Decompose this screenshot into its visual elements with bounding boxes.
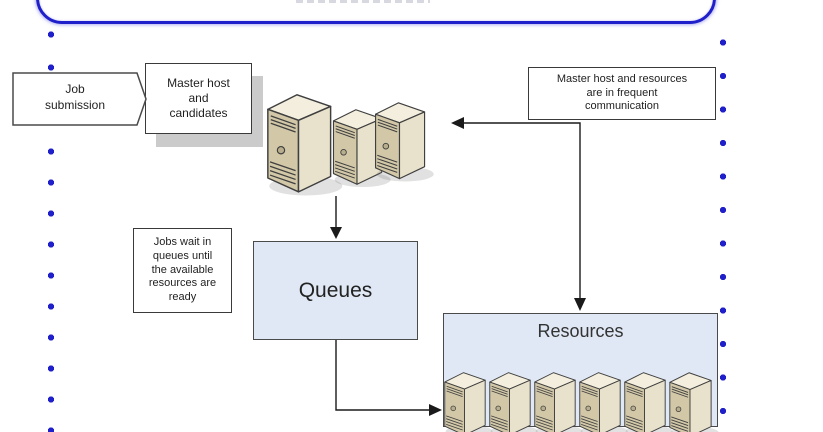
arrow-master-to-queues xyxy=(330,196,342,239)
job-submission-label: Job submission xyxy=(44,82,106,112)
master-host-servers xyxy=(267,94,435,197)
blue-dotted-line-right xyxy=(719,38,727,432)
server-tower-icon xyxy=(444,372,494,432)
arrow-master-resources-communication xyxy=(451,117,586,311)
server-tower-icon xyxy=(489,372,539,432)
server-tower-icon xyxy=(669,372,720,432)
queues-box: Queues xyxy=(253,241,418,340)
queues-label: Queues xyxy=(298,278,373,302)
clipped-text-fragment xyxy=(296,0,430,3)
server-tower-icon xyxy=(624,372,674,432)
server-tower-icon xyxy=(534,372,584,432)
master-host-candidates-box: Master host and candidates xyxy=(145,63,252,134)
server-tower-icon xyxy=(267,94,344,197)
master-resources-communication-note: Master host and resources are in frequen… xyxy=(528,67,716,120)
server-tower-icon xyxy=(579,372,629,432)
arrow-queues-to-resources xyxy=(335,340,442,416)
job-submission-arrow-shape xyxy=(12,72,147,126)
resources-label: Resources xyxy=(537,321,624,341)
resource-servers xyxy=(444,372,720,432)
blue-dotted-line-left-upper xyxy=(47,30,55,96)
server-tower-icon xyxy=(374,102,435,183)
master-resources-communication-label: Master host and resources are in frequen… xyxy=(556,72,688,113)
jobs-wait-note: Jobs wait in queues until the available … xyxy=(133,228,232,313)
master-host-candidates-label: Master host and candidates xyxy=(167,76,230,120)
jobs-wait-label: Jobs wait in queues until the available … xyxy=(148,236,217,304)
blue-dotted-line-left-lower xyxy=(47,147,55,432)
